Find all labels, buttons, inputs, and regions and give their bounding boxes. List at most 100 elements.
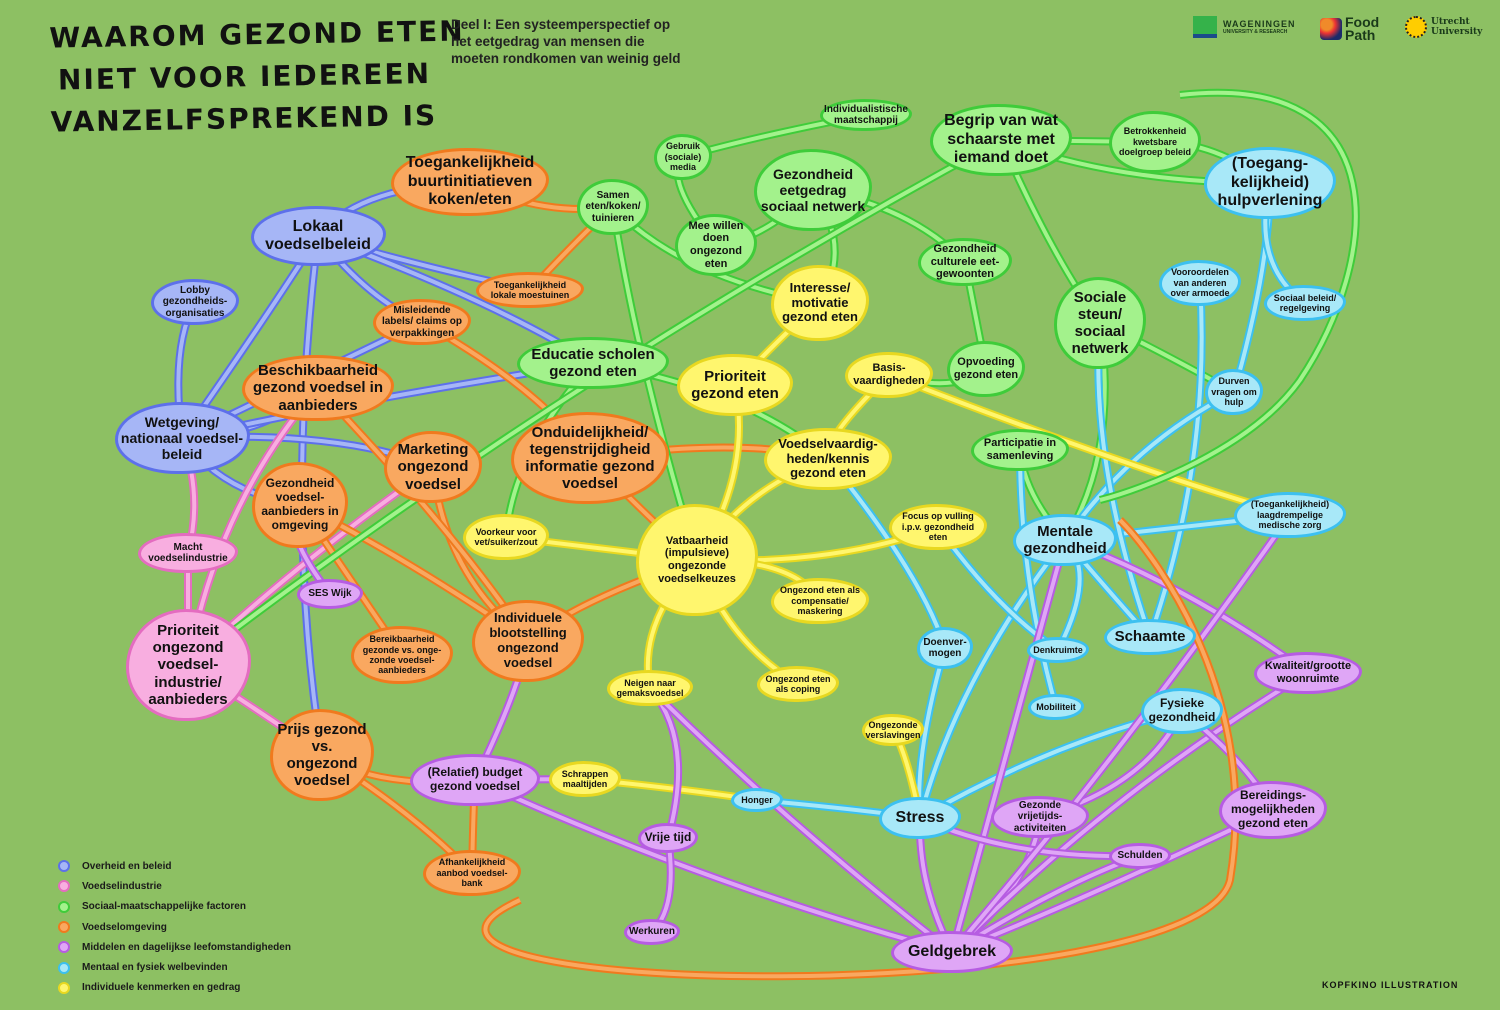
legend-dot-icon xyxy=(58,921,70,934)
node-lobby: Lobby gezondheids-organisaties xyxy=(151,279,239,325)
node-wetgeving: Wetgeving/ nationaal voedsel-beleid xyxy=(114,402,250,474)
node-interesse: Interesse/ motivatie gezond eten xyxy=(771,265,869,341)
node-lokaal: Lokaal voedselbeleid xyxy=(250,206,386,266)
node-betrokken: Betrokkenheid kwetsbare doelgroep beleid xyxy=(1109,111,1201,173)
node-denkruimte: Denkruimte xyxy=(1027,637,1089,663)
node-prioriteit: Prioriteit gezond eten xyxy=(677,354,793,416)
node-begrip: Begrip van wat schaarste met iemand doet xyxy=(930,104,1072,176)
edge-fill xyxy=(186,138,1002,667)
edge-fill xyxy=(918,538,1067,819)
node-honger: Honger xyxy=(731,788,783,812)
edge-geldgebrek-zorg xyxy=(948,511,1294,956)
legend-label: Mentaal en fysiek welbevinden xyxy=(82,962,228,974)
node-bereikbaar: Bereikbaarheid gezonde vs. onge-zonde vo… xyxy=(351,626,453,684)
node-meedoen: Mee willen doen ongezond eten xyxy=(675,214,757,276)
node-voorkeur: Voorkeur voor vet/suiker/zout xyxy=(463,514,549,560)
node-zorg: (Toegankelijkheid) laagdrempelige medisc… xyxy=(1234,492,1346,538)
node-woonruimte: Kwaliteit/grootte woonruimte xyxy=(1254,652,1362,694)
node-durven: Durven vragen om hulp xyxy=(1205,369,1263,415)
edge-geldgebrek-budget xyxy=(471,776,956,956)
node-compensatie: Ongezond eten als compensatie/ maskering xyxy=(771,578,869,624)
node-blootstelling: Individuele blootstelling ongezond voeds… xyxy=(472,600,584,682)
node-vrijetijd: Vrije tijd xyxy=(638,823,698,853)
legend-label: Middelen en dagelijkse leefomstandighede… xyxy=(82,941,291,953)
edge-fill xyxy=(950,513,1292,954)
node-fysiek: Fysieke gezondheid xyxy=(1141,688,1223,734)
legend-item-omgeving: Voedselomgeving xyxy=(58,917,291,937)
node-cultuur: Gezondheid culturele eet-gewoonten xyxy=(918,238,1012,286)
node-buurt: Toegankelijkheid buurtinitiatieven koken… xyxy=(391,148,549,216)
node-marketing: Marketing ongezond voedsel xyxy=(384,431,482,503)
title-line-1: WAAROM GEZOND ETEN xyxy=(49,14,465,55)
node-vatbaar: Vatbaarheid (impulsieve) ongezonde voeds… xyxy=(636,504,758,616)
wur-logo-icon xyxy=(1193,16,1217,38)
node-ses: SES Wijk xyxy=(297,579,363,609)
legend-dot-icon xyxy=(58,941,70,954)
edge-loop xyxy=(1099,90,1358,502)
poster-title: WAAROM GEZOND ETEN NIET VOOR IEDEREEN VA… xyxy=(49,10,467,143)
uu-sun-icon xyxy=(1405,16,1427,38)
node-participatie: Participatie in samenleving xyxy=(971,429,1069,471)
legend-label: Sociaal-maatschappelijke factoren xyxy=(82,901,246,913)
legend-item-overheid: Overheid en beleid xyxy=(58,856,291,876)
node-eetnetwerk: Gezondheid eetgedrag sociaal netwerk xyxy=(754,149,872,231)
node-mentaal: Mentale gezondheid xyxy=(1013,514,1117,566)
node-vooroordelen: Vooroordelen van anderen over armoede xyxy=(1159,260,1241,306)
node-prioind: Prioriteit ongezond voedsel-industrie/ a… xyxy=(125,609,251,721)
node-misleidend: Misleidende labels/ claims op verpakking… xyxy=(373,299,471,345)
node-samen: Samen eten/koken/ tuinieren xyxy=(577,179,649,235)
legend-item-industrie: Voedselindustrie xyxy=(58,876,291,896)
node-opvoeding: Opvoeding gezond eten xyxy=(947,341,1025,397)
node-verslaving: Ongezonde verslavingen xyxy=(862,714,924,746)
node-steun: Sociale steun/ sociaal netwerk xyxy=(1054,277,1146,369)
node-vrijetijdsact: Gezonde vrijetijds-activiteiten xyxy=(991,796,1089,838)
foodpath-logo-icon xyxy=(1320,18,1342,40)
node-kennis: Voedselvaardig-heden/kennis gezond eten xyxy=(764,428,892,490)
node-educatie: Educatie scholen gezond eten xyxy=(517,337,669,389)
node-stress: Stress xyxy=(879,797,961,839)
node-gezaanb: Gezondheid voedsel-aanbieders in omgevin… xyxy=(252,462,348,548)
node-media: Gebruik (sociale) media xyxy=(654,134,712,180)
edge-fill xyxy=(648,686,954,954)
edge-loop xyxy=(483,518,1238,979)
legend-dot-icon xyxy=(58,880,70,893)
node-budget: (Relatief) budget gezond voedsel xyxy=(410,754,540,806)
title-line-2: NIET VOOR IEDEREEN xyxy=(57,56,432,97)
edge-fill xyxy=(1018,449,1058,708)
legend-item-middelen: Middelen en dagelijkse leefomstandighede… xyxy=(58,937,291,957)
node-bereiding: Bereidings-mogelijkheden gezond eten xyxy=(1219,781,1327,839)
node-voedselbank: Afhankelijkheid aanbod voedsel-bank xyxy=(423,850,521,896)
node-basis: Basis-vaardigheden xyxy=(845,352,933,398)
legend-item-sociaal: Sociaal-maatschappelijke factoren xyxy=(58,897,291,917)
node-focus: Focus op vulling i.p.v. gezondheid eten xyxy=(889,504,987,550)
legend-label: Voedselindustrie xyxy=(82,880,162,892)
node-coping: Ongezond eten als coping xyxy=(757,666,839,702)
edge-fill xyxy=(950,671,1310,954)
uu-logo: Utrecht University xyxy=(1405,16,1482,38)
node-schrappen: Schrappen maaltijden xyxy=(549,761,621,797)
node-geldgebrek: Geldgebrek xyxy=(891,931,1013,973)
legend-label: Voedselomgeving xyxy=(82,921,167,933)
node-hulp: (Toegang-kelijkheid) hulpverlening xyxy=(1204,147,1336,219)
edge-fill xyxy=(950,539,1067,953)
node-mobiliteit: Mobiliteit xyxy=(1028,694,1084,720)
legend-label: Individuele kenmerken en gedrag xyxy=(82,982,241,994)
legend-dot-icon xyxy=(58,961,70,974)
node-macht: Macht voedselindustrie xyxy=(138,533,238,573)
foodpath-logo: Food Path xyxy=(1320,15,1379,42)
node-moestuin: Toegankelijkheid lokale moestuinen xyxy=(476,272,584,308)
title-line-3: VANZELFSPREKEND IS xyxy=(50,98,438,139)
node-doen: Doenver-mogen xyxy=(917,627,973,669)
legend-dot-icon xyxy=(58,900,70,913)
node-onduidelijk: Onduidelijkheid/ tegenstrijdigheid infor… xyxy=(511,412,669,504)
illustrator-credit: KOPFKINO ILLUSTRATION xyxy=(1322,980,1459,990)
legend-item-individueel: Individuele kenmerken en gedrag xyxy=(58,978,291,998)
node-schaamte: Schaamte xyxy=(1104,619,1196,655)
edge-fill xyxy=(474,778,953,954)
node-sociaalbeleid: Sociaal beleid/ regelgeving xyxy=(1264,285,1346,321)
legend-label: Overheid en beleid xyxy=(82,860,172,872)
node-prijs: Prijs gezond vs. ongezond voedsel xyxy=(270,709,374,801)
node-beschik: Beschikbaarheid gezond voedsel in aanbie… xyxy=(242,355,394,421)
node-schulden: Schulden xyxy=(1109,843,1171,869)
